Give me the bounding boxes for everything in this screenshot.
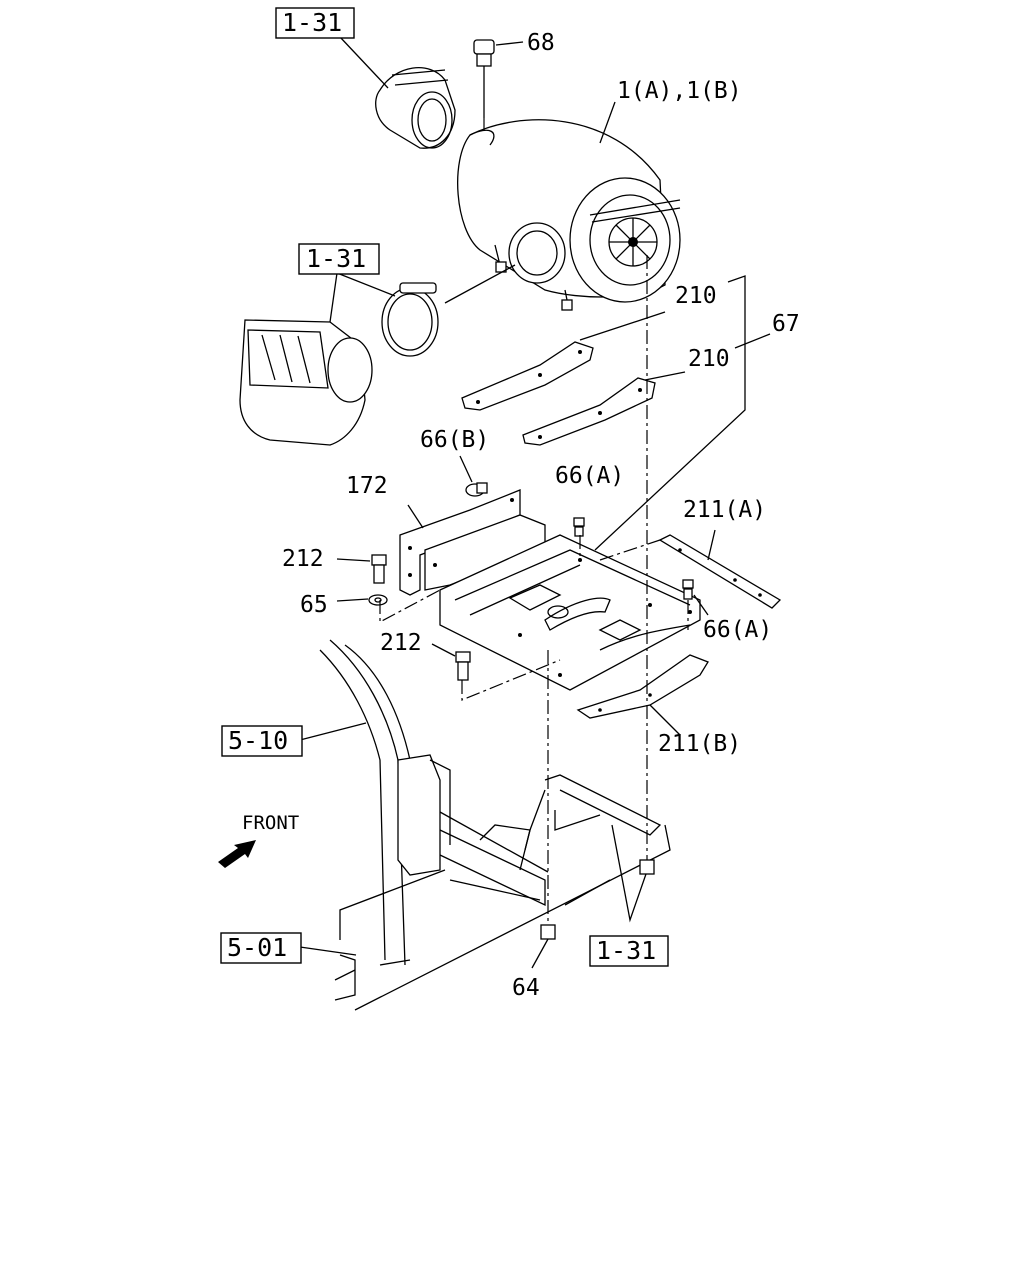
label-part-67: 67 xyxy=(772,311,800,337)
bolt-66a-right-icon xyxy=(682,579,709,616)
label-part-66b: 66(B) xyxy=(420,427,489,453)
mounting-plate xyxy=(439,534,701,691)
ref-box-5-01-text: 5-01 xyxy=(227,933,287,962)
part-68-cap-icon xyxy=(473,39,524,118)
bracket-67-leader xyxy=(594,275,771,551)
bolt-212-lower-icon xyxy=(431,643,471,681)
label-part-212-b: 212 xyxy=(380,630,422,656)
mounting-bracket-172 xyxy=(399,489,546,596)
label-front: FRONT xyxy=(242,812,299,834)
bolt-212-upper-icon xyxy=(336,554,387,584)
label-part-68: 68 xyxy=(527,30,555,56)
intake-clamp xyxy=(381,264,516,357)
washer-65-icon xyxy=(336,594,388,606)
label-part-66a-right: 66(A) xyxy=(703,617,772,643)
intake-duct-assembly xyxy=(239,272,396,446)
label-part-211b: 211(B) xyxy=(658,731,741,757)
ref-box-1-31-bottom: 1-31 xyxy=(589,935,669,967)
ref-box-1-31-mid: 1-31 xyxy=(298,243,380,275)
bracket-210-lower xyxy=(522,371,686,446)
ref-box-5-10: 5-10 xyxy=(221,725,303,757)
strip-211b xyxy=(576,654,709,736)
label-part-211a: 211(A) xyxy=(683,497,766,523)
vehicle-frame xyxy=(299,639,671,1011)
label-part-210-a: 210 xyxy=(675,283,717,309)
ref-box-1-31-top-text: 1-31 xyxy=(282,8,342,37)
bracket-210-upper xyxy=(461,311,666,411)
upper-intake-hose xyxy=(339,36,456,149)
label-part-172: 172 xyxy=(346,473,388,499)
label-part-66a-top: 66(A) xyxy=(555,463,624,489)
label-part-1: 1(A),1(B) xyxy=(617,78,742,104)
bolt-66b-icon xyxy=(459,455,488,497)
assembly-centerlines xyxy=(379,118,689,925)
ref-box-1-31-bottom-text: 1-31 xyxy=(596,936,656,965)
nut-lower-right-icon xyxy=(611,824,655,923)
label-part-212-a: 212 xyxy=(282,546,324,572)
air-cleaner-assembly xyxy=(457,119,681,311)
label-part-65: 65 xyxy=(300,592,328,618)
ref-box-1-31-mid-text: 1-31 xyxy=(306,244,366,273)
ref-box-5-10-text: 5-10 xyxy=(228,726,288,755)
ref-box-1-31-top: 1-31 xyxy=(275,7,355,39)
label-part-64: 64 xyxy=(512,975,540,1001)
label-part-210-b: 210 xyxy=(688,346,730,372)
ref-box-5-01: 5-01 xyxy=(220,932,302,964)
bolt-66a-top-icon xyxy=(573,517,585,537)
strip-211a xyxy=(658,529,782,609)
nut-64-icon xyxy=(531,924,556,969)
front-arrow-icon xyxy=(218,840,256,868)
